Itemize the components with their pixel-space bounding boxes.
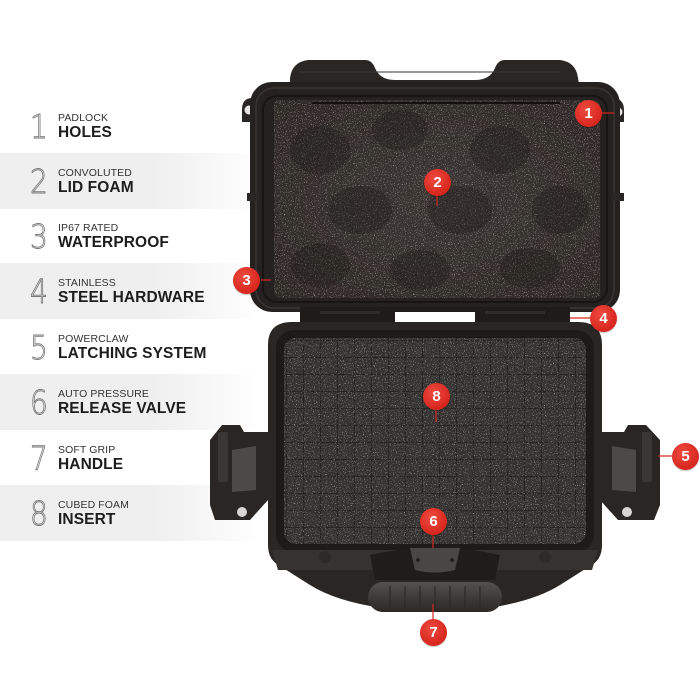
callout-marker-7: 7 (420, 619, 447, 646)
feature-title: RELEASE VALVE (58, 399, 187, 417)
feature-subtitle: STAINLESS (58, 276, 116, 289)
leader-lines (261, 112, 672, 619)
feature-number: 5 (30, 327, 49, 367)
feature-title: HOLES (58, 123, 112, 141)
feature-subtitle: PADLOCK (58, 111, 109, 124)
callout-marker-2: 2 (424, 169, 451, 196)
feature-title: LID FOAM (58, 178, 134, 196)
row-band (0, 374, 260, 430)
feature-title: INSERT (58, 510, 116, 528)
feature-subtitle: AUTO PRESSURE (58, 387, 149, 400)
callout-marker-3: 3 (233, 267, 260, 294)
feature-title: HANDLE (58, 455, 124, 473)
feature-subtitle: IP67 RATED (58, 221, 119, 234)
row-band (0, 263, 260, 319)
callout-marker-1: 1 (575, 100, 602, 127)
callout-marker-8: 8 (423, 383, 450, 410)
feature-subtitle: CONVOLUTED (58, 166, 132, 179)
feature-number: 3 (30, 216, 49, 256)
feature-title: STEEL HARDWARE (58, 288, 205, 306)
feature-number: 4 (30, 271, 49, 311)
feature-title: WATERPROOF (58, 233, 169, 251)
feature-number: 7 (30, 438, 49, 478)
base (210, 322, 660, 612)
feature-subtitle: CUBED FOAM (58, 498, 130, 511)
feature-title: LATCHING SYSTEM (58, 344, 207, 362)
row-band (0, 153, 260, 209)
feature-subtitle: POWERCLAW (58, 332, 129, 345)
feature-number: 2 (30, 161, 49, 201)
feature-number: 8 (30, 493, 49, 533)
feature-subtitle: SOFT GRIP (58, 443, 116, 456)
callout-marker-5: 5 (672, 443, 699, 470)
feature-number: 1 (30, 106, 49, 146)
callout-marker-4: 4 (590, 305, 617, 332)
callout-marker-6: 6 (420, 508, 447, 535)
feature-number: 6 (30, 382, 49, 422)
